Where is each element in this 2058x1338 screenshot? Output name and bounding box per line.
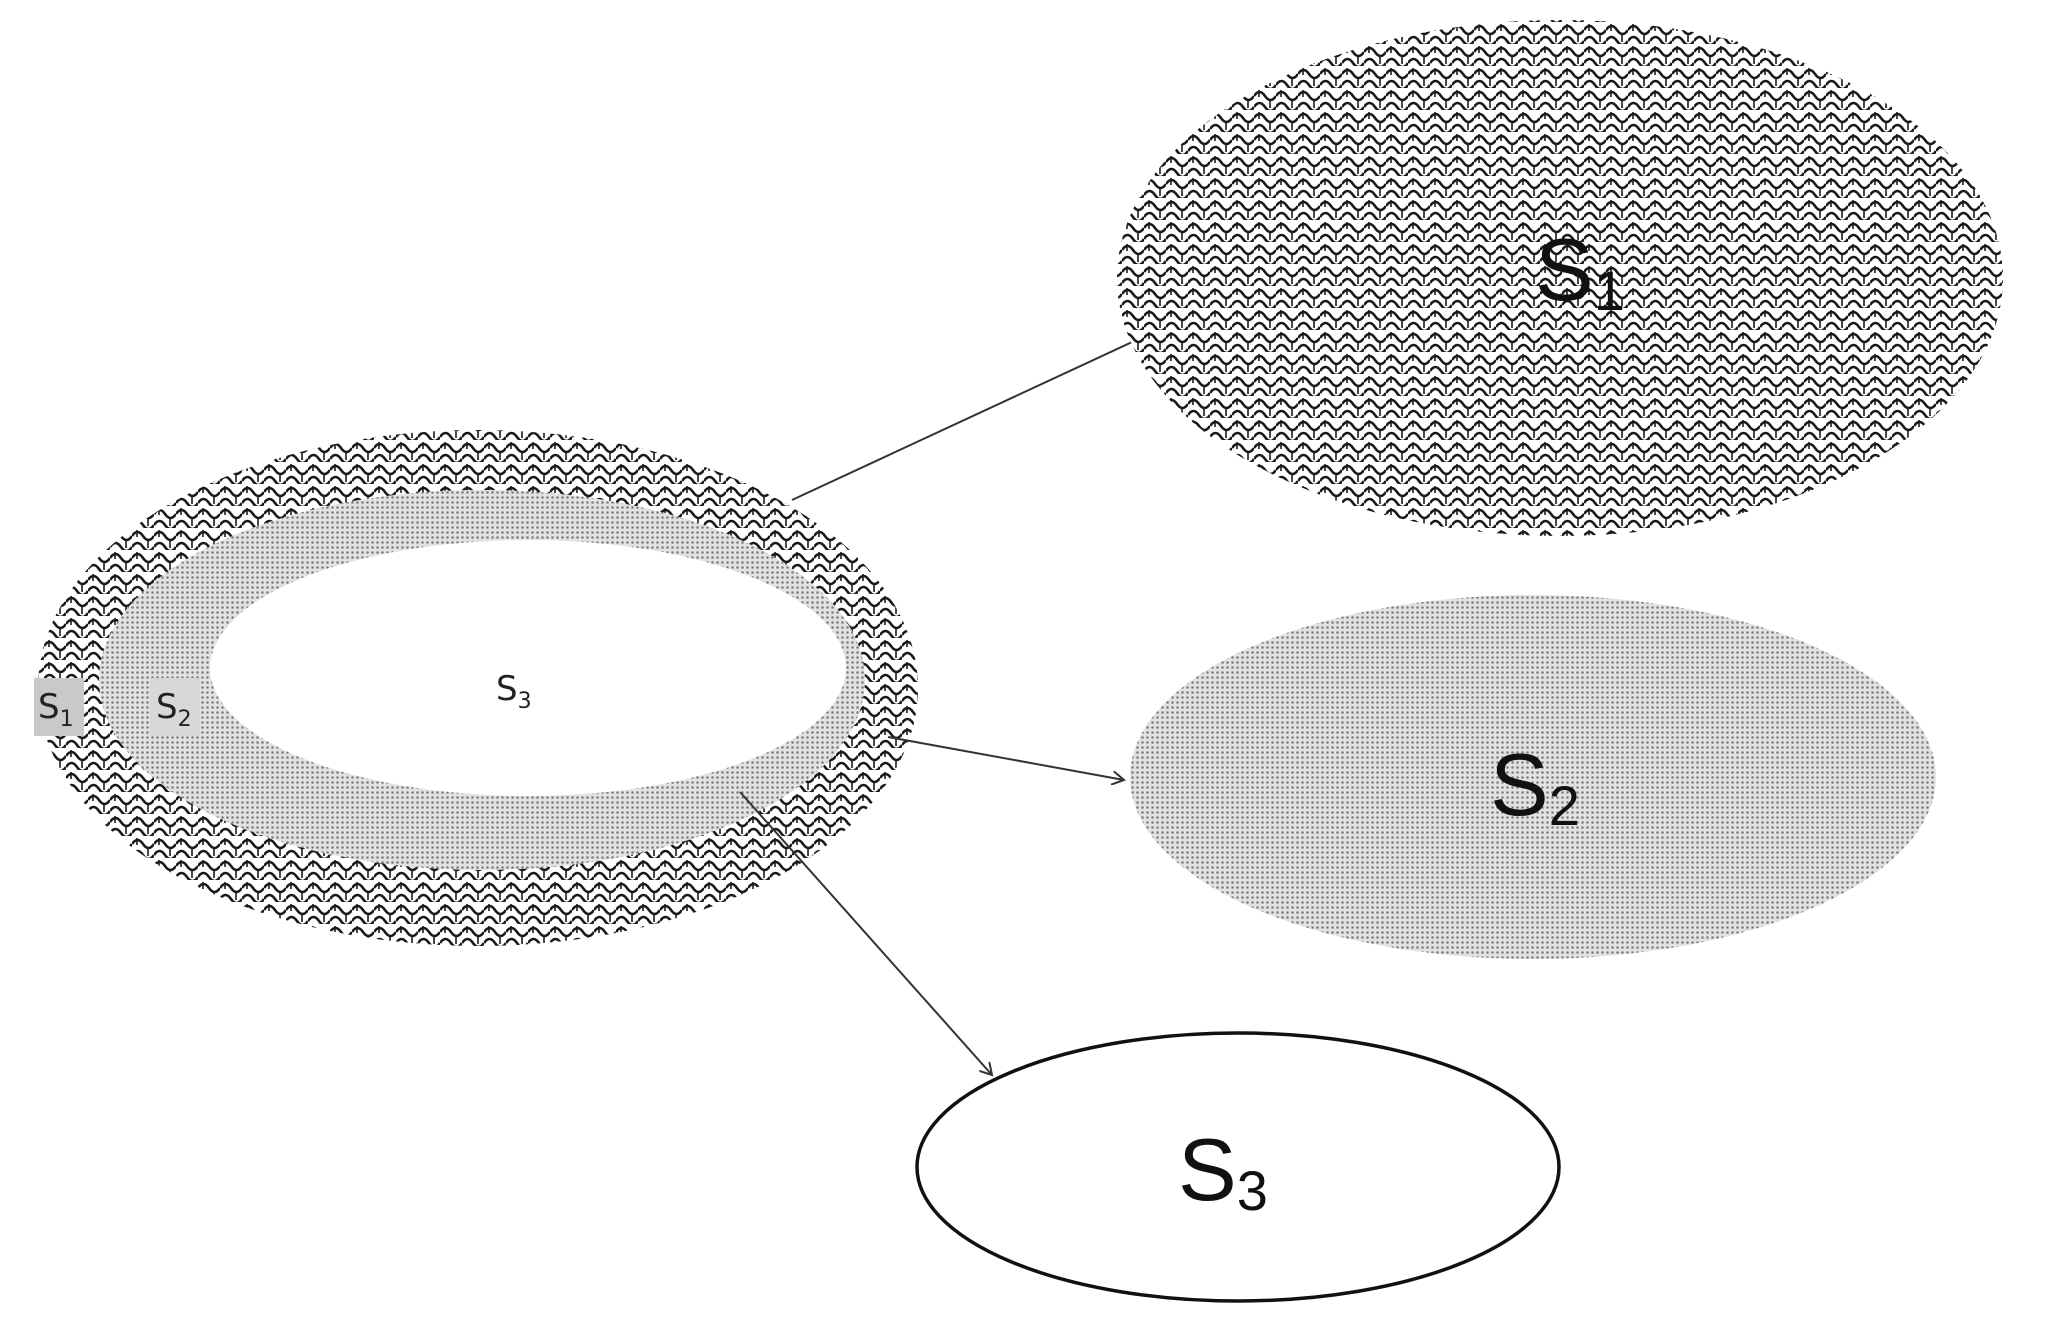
composite-s2-label-bg — [150, 678, 200, 736]
composite-s3-label: S3 — [496, 669, 532, 714]
component-s1: S1 — [1117, 20, 2003, 536]
component-s3: S3 — [915, 1031, 1561, 1303]
component-s1-ellipse — [1117, 20, 2003, 536]
component-s3-label: S3 — [1178, 1120, 1268, 1222]
arrow-to-s2 — [887, 736, 1124, 780]
arrow-to-s3 — [739, 791, 992, 1075]
component-s2: S2 — [1130, 595, 1936, 959]
composite-s1-label: S1 — [38, 687, 74, 732]
composite-s2-label: S2 — [156, 687, 192, 732]
composite-s1-label-bg — [34, 678, 84, 736]
component-s2-ellipse — [1130, 595, 1936, 959]
component-s3-ellipse — [915, 1031, 1561, 1303]
composite-shape: S1 S2 S3 — [34, 430, 918, 946]
arrow-to-s1 — [791, 330, 1158, 501]
arrows — [739, 330, 1158, 1075]
composite-inner-core-s3 — [210, 540, 846, 796]
component-s1-label: S1 — [1535, 220, 1625, 322]
component-s2-label: S2 — [1490, 735, 1580, 837]
